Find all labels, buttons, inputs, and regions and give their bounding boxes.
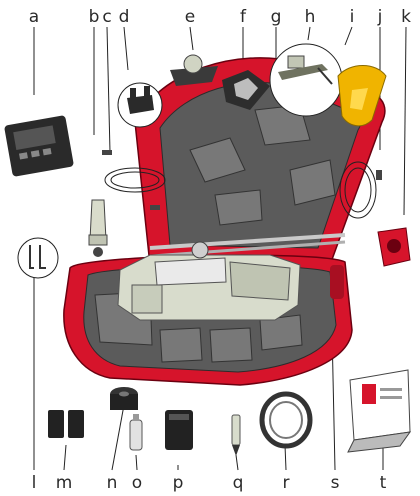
label-m: m xyxy=(56,473,73,493)
label-n: n xyxy=(107,473,118,493)
holder-clip-icon xyxy=(270,44,342,116)
stylus-icon xyxy=(232,415,240,456)
label-o: o xyxy=(132,473,142,493)
spool-icon xyxy=(110,387,138,410)
label-h: h xyxy=(305,7,316,27)
label-a: a xyxy=(29,7,39,27)
label-g: g xyxy=(271,7,282,27)
label-r: r xyxy=(283,473,290,493)
red-adapter-icon xyxy=(378,228,410,266)
label-j: j xyxy=(377,7,383,27)
battery-pack-icon xyxy=(165,410,193,450)
label-i: i xyxy=(350,7,355,27)
tribrach-adapter-icon xyxy=(89,200,107,257)
allen-keys-icon xyxy=(18,238,58,278)
label-e: e xyxy=(185,7,195,27)
batteries-icon xyxy=(48,410,84,438)
label-d: d xyxy=(119,7,130,27)
field-controller-icon xyxy=(4,115,74,177)
label-t: t xyxy=(380,473,387,493)
label-p: p xyxy=(173,473,184,493)
label-s: s xyxy=(331,473,340,493)
red-carrying-case xyxy=(64,58,385,385)
label-q: q xyxy=(233,473,244,493)
top-labels: a b c d e f g h i j k xyxy=(29,7,411,27)
label-c: c xyxy=(102,7,111,27)
holder-bracket-icon xyxy=(118,83,162,127)
label-k: k xyxy=(401,7,411,27)
bottom-labels: l m n o p q r s t xyxy=(32,473,387,493)
label-l: l xyxy=(32,473,37,493)
manual-booklet-icon xyxy=(348,370,410,452)
label-b: b xyxy=(89,7,100,27)
tripod-adapter-icon xyxy=(170,55,218,86)
usb-stick-icon xyxy=(130,414,142,450)
lens-ring-icon xyxy=(262,394,310,446)
label-f: f xyxy=(240,7,247,27)
